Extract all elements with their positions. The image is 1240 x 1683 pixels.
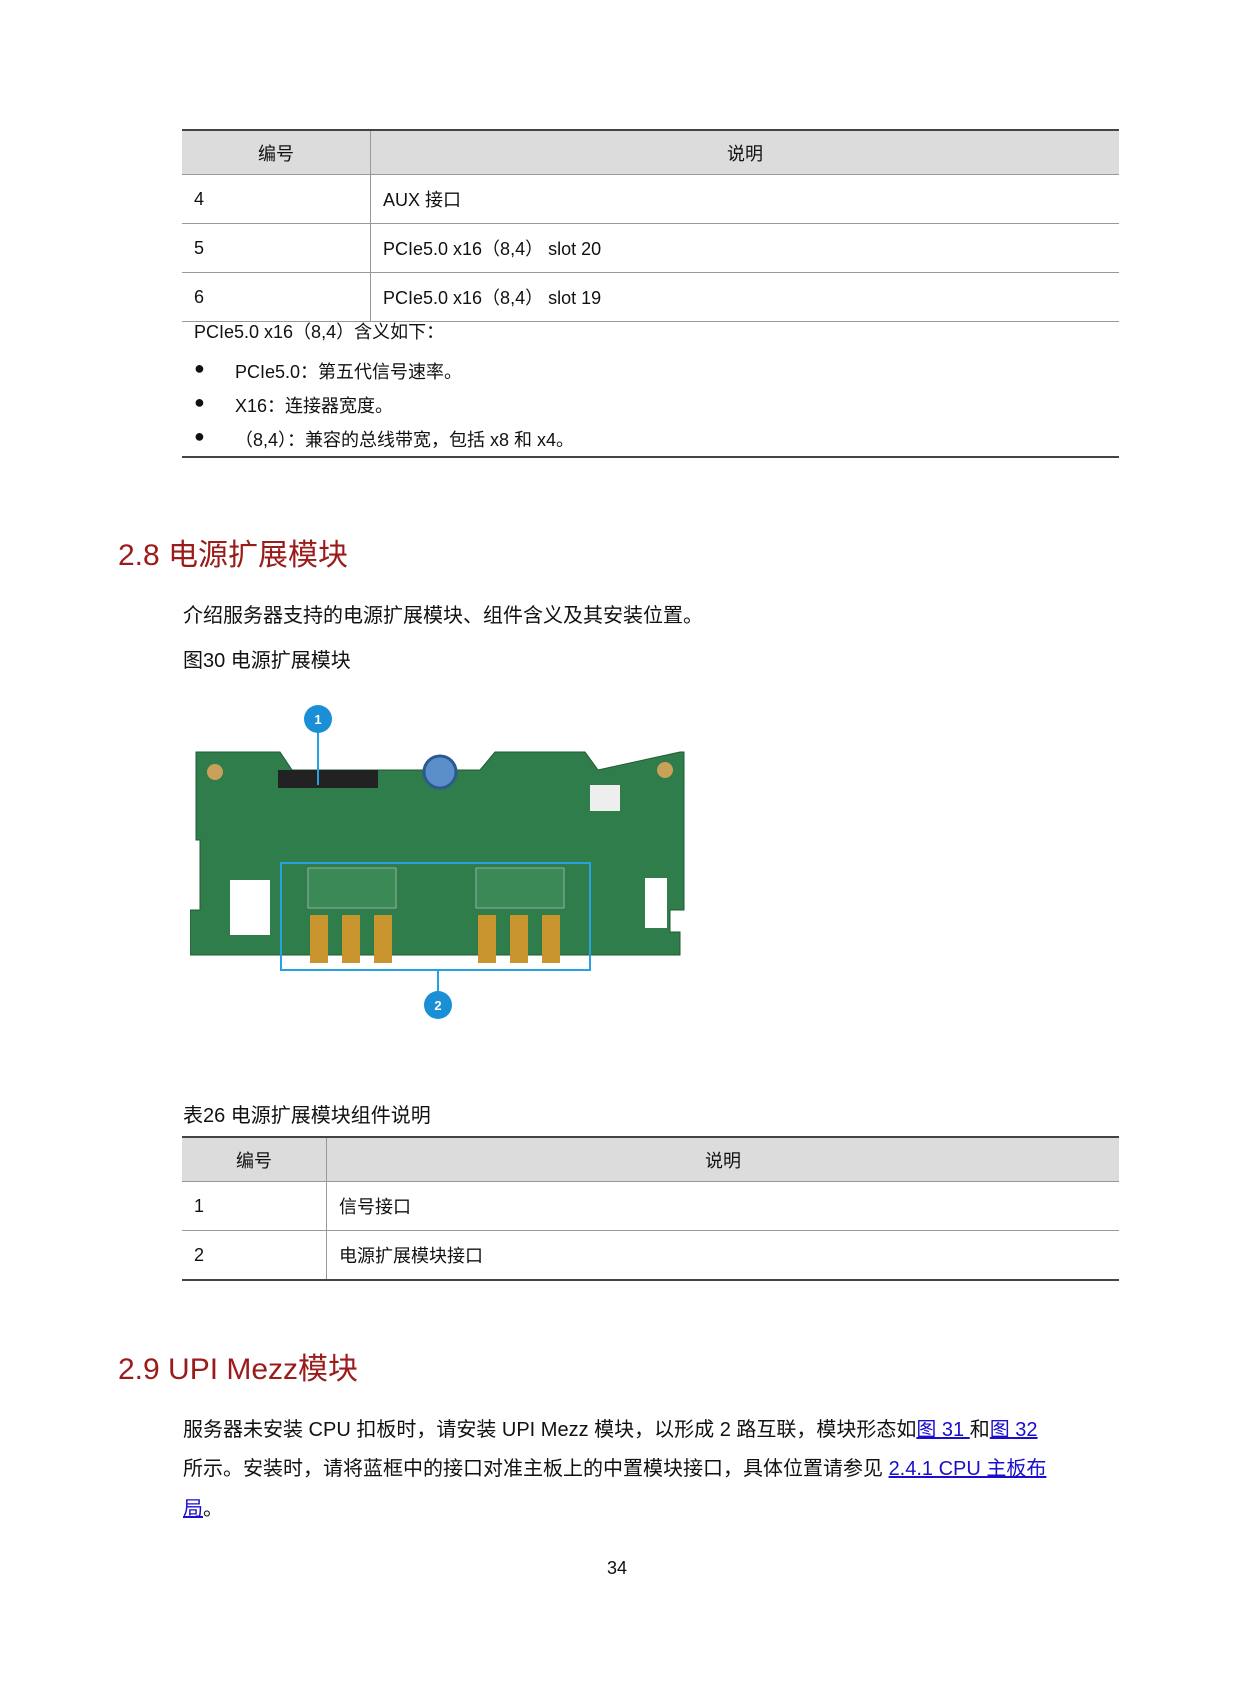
bullet-text: （8,4）：兼容的总线带宽，包括 x8 和 x4。 bbox=[235, 430, 575, 450]
bullet-icon: ● bbox=[194, 358, 205, 378]
link-figure-32[interactable]: 图 32 bbox=[989, 1419, 1038, 1441]
text: 和 bbox=[969, 1419, 990, 1441]
cell: 1 bbox=[182, 1181, 327, 1231]
cell: 电源扩展模块接口 bbox=[326, 1230, 1119, 1281]
link-figure-31[interactable]: 图 31 bbox=[916, 1419, 970, 1441]
cell: PCIe5.0 x16（8,4） slot 19 bbox=[370, 272, 1119, 322]
header-number: 编号 bbox=[182, 1136, 327, 1182]
page-number: 34 bbox=[606, 1558, 628, 1578]
callout-2-label: 2 bbox=[434, 998, 441, 1013]
table-caption: 表26 电源扩展模块组件说明 bbox=[183, 1105, 431, 1127]
table-note: PCIe5.0 x16（8,4）含义如下： bbox=[194, 322, 445, 342]
bullet-text: X16：连接器宽度。 bbox=[235, 396, 394, 416]
cell: 2 bbox=[182, 1230, 327, 1281]
cell: AUX 接口 bbox=[370, 174, 1119, 224]
callout-2 bbox=[424, 991, 452, 1019]
header-description: 说明 bbox=[370, 129, 1119, 175]
power-expansion-module-figure: 1 2 bbox=[190, 705, 685, 1019]
header-description: 说明 bbox=[326, 1136, 1119, 1182]
link-cpu-board-layout[interactable]: 2.4.1 CPU 主板布 bbox=[888, 1458, 1047, 1480]
cell: 信号接口 bbox=[326, 1181, 1119, 1231]
callout-1 bbox=[304, 705, 332, 733]
cell: PCIe5.0 x16（8,4） slot 20 bbox=[370, 223, 1119, 273]
paragraph-line-1: 服务器未安装 CPU 扣板时，请安装 UPI Mezz 模块，以形成 2 路互联… bbox=[183, 1413, 1038, 1442]
cell: 5 bbox=[182, 223, 371, 273]
text: 所示。安装时，请将蓝框中的接口对准主板上的中置模块接口，具体位置请参见 bbox=[183, 1458, 889, 1480]
bullet-text: PCIe5.0：第五代信号速率。 bbox=[235, 362, 463, 382]
section-intro: 介绍服务器支持的电源扩展模块、组件含义及其安装位置。 bbox=[183, 605, 703, 627]
table-header: 编号 说明 bbox=[182, 1136, 1119, 1182]
figure-caption: 图30 电源扩展模块 bbox=[183, 650, 351, 672]
text: 服务器未安装 CPU 扣板时，请安装 UPI Mezz 模块，以形成 2 路互联… bbox=[183, 1419, 917, 1441]
text: 。 bbox=[203, 1498, 223, 1520]
paragraph-line-2: 所示。安装时，请将蓝框中的接口对准主板上的中置模块接口，具体位置请参见 2.4.… bbox=[183, 1452, 1046, 1481]
bullet-icon: ● bbox=[194, 392, 205, 412]
header-number: 编号 bbox=[182, 129, 371, 175]
section-heading-2-9: 2.9 UPI Mezz模块 bbox=[118, 1353, 359, 1386]
paragraph-line-3: 局。 bbox=[183, 1492, 223, 1521]
section-heading-2-8: 2.8 电源扩展模块 bbox=[118, 539, 349, 572]
table-header: 编号 说明 bbox=[182, 129, 1119, 175]
cell: 4 bbox=[182, 174, 371, 224]
bullet-icon: ● bbox=[194, 426, 205, 446]
callout-1-label: 1 bbox=[314, 712, 321, 727]
table-bottom-rule bbox=[182, 456, 1119, 458]
cell: 6 bbox=[182, 272, 371, 322]
link-cpu-board-layout-cont[interactable]: 局 bbox=[183, 1498, 203, 1520]
